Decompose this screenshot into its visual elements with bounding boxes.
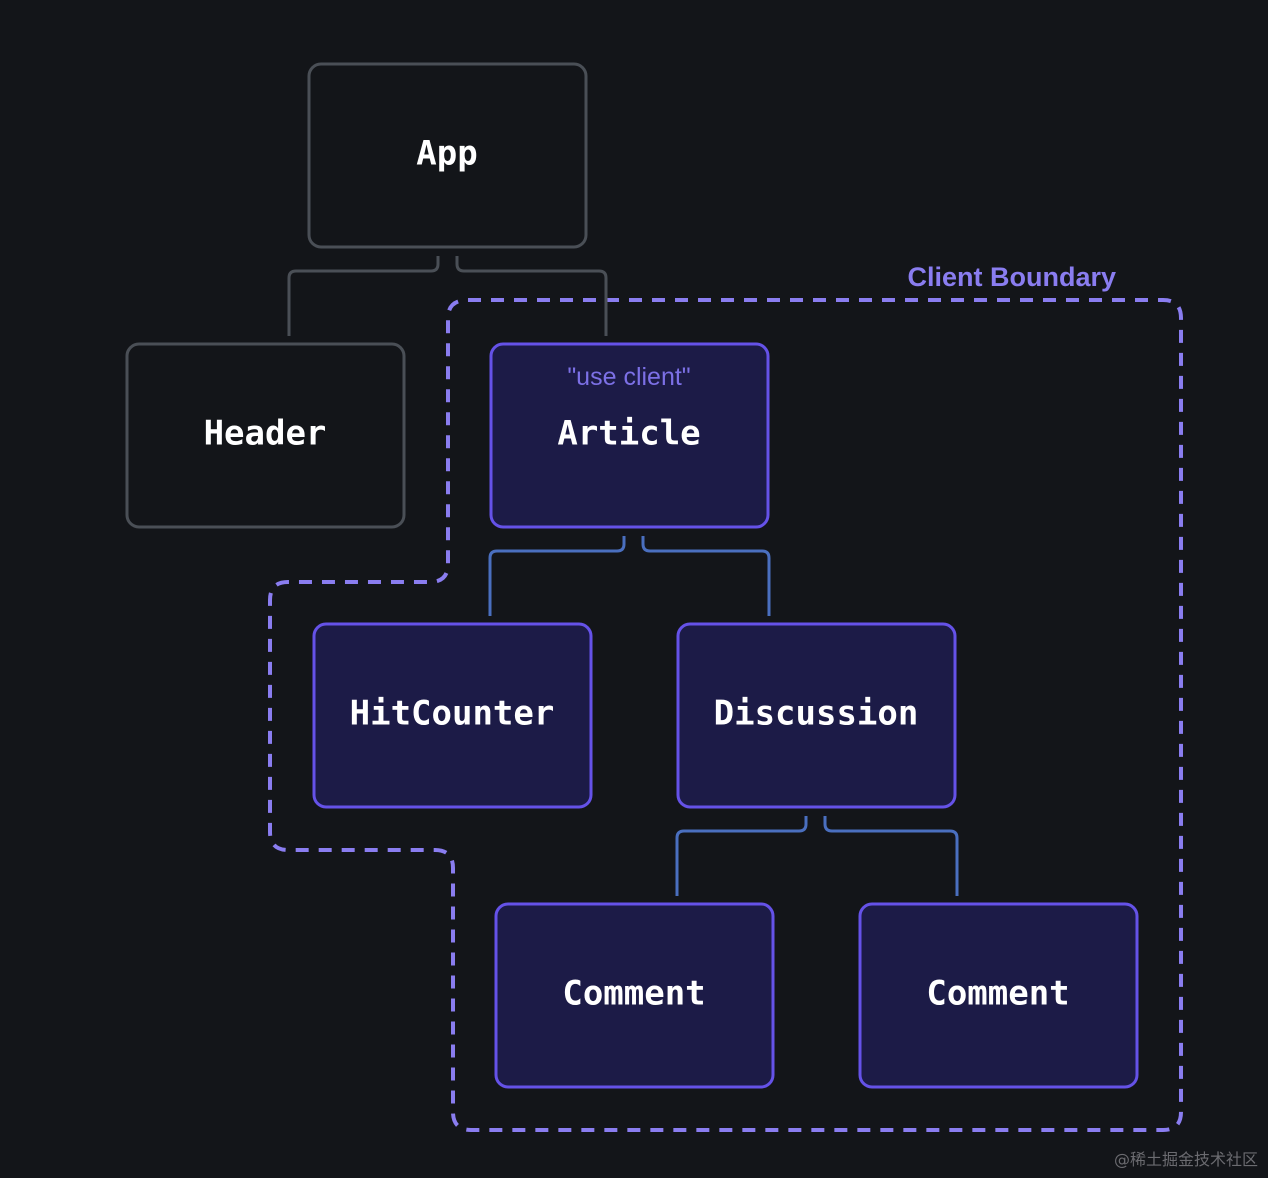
edge-app-article <box>455 256 608 336</box>
node-article: "use client" Article <box>489 342 770 529</box>
node-article-directive: "use client" <box>567 363 690 391</box>
node-discussion: Discussion <box>676 622 957 809</box>
client-boundary-outline <box>268 298 1183 1132</box>
edge-article-discussion <box>641 536 771 616</box>
node-header: Header <box>125 342 406 529</box>
client-boundary-label: Client Boundary <box>907 262 1116 292</box>
node-comment-1-label: Comment <box>562 974 705 1014</box>
node-app: App <box>307 62 588 249</box>
edge-article-hitcounter <box>488 536 626 616</box>
edge-discussion-comment-2 <box>823 816 959 896</box>
node-comment-2-label: Comment <box>926 974 1069 1014</box>
edge-discussion-comment-1 <box>675 816 808 896</box>
edge-app-header <box>287 256 440 336</box>
watermark: @稀土掘金技术社区 <box>1113 1150 1258 1169</box>
node-comment-1: Comment <box>494 902 775 1089</box>
node-hitcounter: HitCounter <box>312 622 593 809</box>
node-app-label: App <box>416 134 477 174</box>
node-hitcounter-label: HitCounter <box>350 694 555 734</box>
node-discussion-label: Discussion <box>714 694 919 734</box>
node-comment-2: Comment <box>858 902 1139 1089</box>
node-article-label: Article <box>557 414 700 454</box>
node-header-label: Header <box>204 414 327 454</box>
